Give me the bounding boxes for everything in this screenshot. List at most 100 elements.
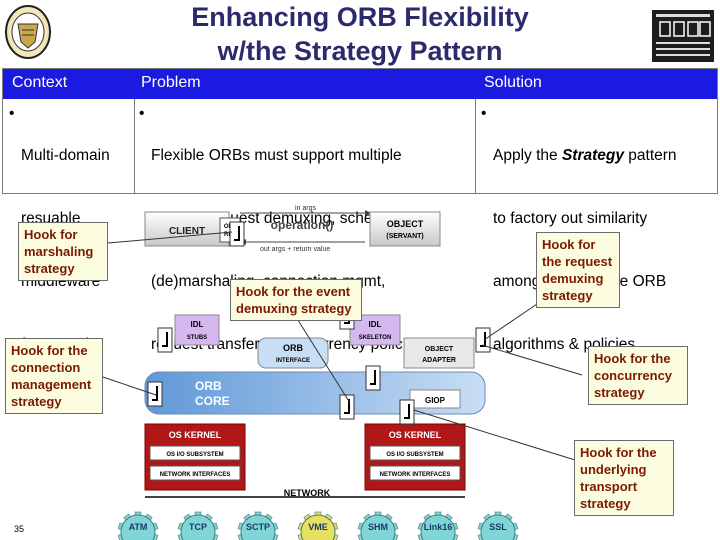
header-solution: Solution — [484, 74, 542, 91]
callout-line: the request — [542, 254, 613, 269]
transport-label: TCP — [189, 522, 207, 532]
arrowhead-icon — [365, 210, 371, 216]
net-if-label: NETWORK INTERFACES — [160, 472, 231, 478]
problem-line: Flexible ORBs must support multiple — [151, 147, 402, 164]
network-label: NETWORK — [284, 488, 331, 498]
gear-icon — [240, 514, 276, 540]
callout-line: management — [11, 377, 92, 392]
callout-line: Hook for the — [11, 343, 88, 358]
out-args-label: out args + return value — [260, 246, 330, 253]
transport-label: Link16 — [424, 522, 453, 532]
idl-stubs-box — [174, 314, 220, 346]
hook-icon — [365, 365, 381, 391]
os-kernel-label: OS KERNEL — [389, 430, 442, 440]
object-servant-box — [369, 211, 441, 247]
university-seal-logo — [5, 5, 51, 59]
callout-line: demuxing — [542, 271, 604, 286]
bullet-icon: • — [9, 105, 15, 122]
os-io-subsystem-box — [149, 445, 241, 461]
giop-box — [409, 389, 461, 409]
header-context: Context — [12, 74, 68, 91]
orb-core-label-2: CORE — [195, 394, 230, 408]
context-problem-solution-table: Context Problem Solution • Multi-domain … — [2, 68, 718, 353]
callout-event-demux-hook: Hook for the event demuxing strategy — [230, 279, 362, 321]
callout-line: demuxing strategy — [236, 301, 352, 316]
callout-request-demux-hook: Hook for the request demuxing strategy — [536, 232, 620, 308]
gear-icon — [420, 514, 456, 540]
callout-line: transport — [580, 479, 638, 494]
idl-stubs-label-2: STUBS — [187, 335, 207, 341]
idl-skeleton-label-2: SKELETON — [359, 335, 392, 341]
header-problem: Problem — [141, 74, 201, 91]
network-interfaces-box — [149, 465, 241, 481]
callout-line: Hook for — [542, 237, 596, 252]
transport-label: SCTP — [246, 522, 270, 532]
research-lab-logo — [652, 10, 714, 62]
net-if-label: NETWORK INTERFACES — [380, 472, 451, 478]
hook-icon — [229, 221, 245, 247]
os-io-label: OS I/O SUBSYSTEM — [386, 452, 443, 458]
solution-text: pattern — [623, 147, 677, 164]
callout-line: Hook for — [24, 227, 78, 242]
hook-icon — [399, 399, 415, 425]
callout-line: Hook for the — [594, 351, 671, 366]
object-adapter-label-1: OBJECT — [425, 346, 454, 353]
orb-core-label-1: ORB — [195, 379, 222, 393]
transport-gear-vme: VME — [297, 511, 339, 540]
transport-label: SSL — [489, 522, 507, 532]
transport-gear-ssl: SSL — [477, 511, 519, 540]
orb-interface-label-2: INTERFACE — [276, 358, 310, 364]
client-label: CLIENT — [169, 226, 205, 237]
in-args-label: in args — [295, 205, 317, 212]
callout-marshaling-hook: Hook for marshaling strategy — [18, 222, 108, 281]
gear-icon — [120, 514, 156, 540]
giop-label: GIOP — [425, 396, 446, 405]
object-adapter-label-2: ADAPTER — [422, 357, 456, 364]
bullet-icon: • — [139, 105, 145, 122]
gear-icon — [360, 514, 396, 540]
callout-line: connection — [11, 360, 81, 375]
object-label: OBJECT — [387, 219, 424, 229]
callout-line: marshaling — [24, 244, 94, 259]
transport-gear-shm: SHM — [357, 511, 399, 540]
hook-icon — [147, 381, 163, 407]
callout-line: concurrency — [594, 368, 673, 383]
gear-icon — [480, 514, 516, 540]
bullet-icon: • — [481, 105, 487, 122]
orb-architecture-diagram: CLIENT OBJ REF in args operation() out a… — [144, 205, 491, 498]
callout-line: strategy — [24, 261, 75, 276]
hook-icon — [475, 327, 491, 353]
callout-line: strategy — [542, 288, 593, 303]
solution-text: Apply the — [493, 147, 562, 164]
problem-cell: • Flexible ORBs must support multiple ev… — [139, 103, 473, 353]
network-interfaces-box — [369, 465, 461, 481]
hook-icon — [157, 327, 173, 353]
operation-label: operation() — [271, 218, 334, 232]
transport-protocols-row: ATM TCP SCTP VME SHM Link16 SSL — [118, 511, 519, 540]
callout-line: underlying — [580, 462, 647, 477]
object-adapter-box — [403, 337, 475, 369]
column-divider — [134, 99, 135, 193]
callout-connection-hook: Hook for the connection management strat… — [5, 338, 103, 414]
callout-line: strategy — [580, 496, 631, 511]
solution-line: to factory out similarity — [493, 210, 648, 227]
slide-title: Enhancing ORB Flexibility w/the Strategy… — [110, 0, 610, 68]
gear-icon — [300, 514, 336, 540]
context-cell: • Multi-domain resuable middleware frame… — [9, 103, 131, 353]
title-line-1: Enhancing ORB Flexibility — [191, 2, 529, 32]
table-header-row — [3, 69, 717, 99]
strategy-emphasis: Strategy — [561, 147, 624, 164]
idl-stubs-label-1: IDL — [191, 320, 204, 329]
callout-line: Hook for the — [580, 445, 657, 460]
hook-icon — [339, 394, 355, 420]
servant-label: (SERVANT) — [386, 233, 423, 240]
transport-label: ATM — [129, 522, 148, 532]
transport-label: SHM — [368, 522, 388, 532]
orb-interface-label-1: ORB — [283, 343, 304, 353]
solution-cell: • Apply the Strategy pattern to factory … — [481, 103, 715, 353]
title-line-2: w/the Strategy Pattern — [217, 36, 503, 66]
transport-gear-tcp: TCP — [177, 511, 219, 540]
callout-line: Hook for the event — [236, 284, 351, 299]
solution-line: Apply the Strategy pattern — [493, 145, 677, 166]
os-kernel-label: OS KERNEL — [169, 430, 222, 440]
